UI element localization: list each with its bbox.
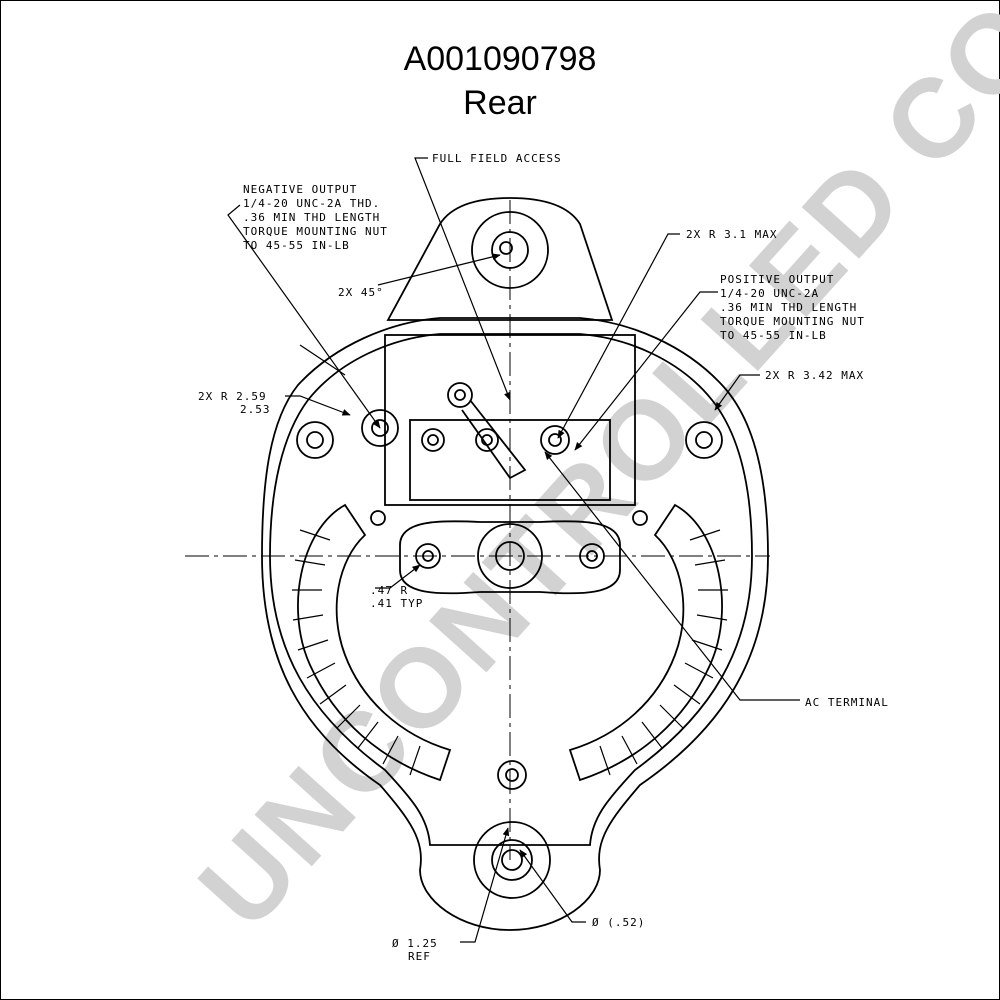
- angle-label: 2X 45°: [338, 286, 384, 299]
- left-cooling-vents: [292, 503, 452, 782]
- uncontrolled-copy-watermark: UNCONTROLLED COPY: [175, 0, 1000, 951]
- negative-output-label-2: 1/4-20 UNC-2A THD.: [243, 197, 380, 210]
- radius-center-label-2: .41 TYP: [370, 597, 423, 610]
- negative-output-label-4: TORQUE MOUNTING NUT: [243, 225, 388, 238]
- positive-output-label-5: TO 45-55 IN-LB: [720, 329, 827, 342]
- bottom-dia-label-2: REF: [408, 950, 431, 963]
- negative-output-label-5: TO 45-55 IN-LB: [243, 239, 350, 252]
- alternator-housing: [261, 197, 769, 931]
- radius-left-label-1: 2X R 2.59: [198, 390, 267, 403]
- center-hub: [370, 510, 648, 595]
- full-field-access-label: FULL FIELD ACCESS: [432, 152, 562, 165]
- positive-output-label-4: TORQUE MOUNTING NUT: [720, 315, 865, 328]
- right-cooling-vents: [568, 503, 728, 782]
- positive-output-label-1: POSITIVE OUTPUT: [720, 273, 834, 286]
- negative-output-label-3: .36 MIN THD LENGTH: [243, 211, 380, 224]
- positive-output-label-3: .36 MIN THD LENGTH: [720, 301, 857, 314]
- radius-left-label-2: 2.53: [240, 403, 271, 416]
- leader-lines: [227, 157, 800, 943]
- negative-output-label-1: NEGATIVE OUTPUT: [243, 183, 357, 196]
- side-bolts: [296, 421, 723, 459]
- radius-top-label: 2X R 3.1 MAX: [686, 228, 777, 241]
- bottom-mounting-ear: [473, 760, 551, 899]
- center-lines: [185, 200, 770, 860]
- ac-terminal-label: AC TERMINAL: [805, 696, 889, 709]
- radius-center-label-1: .47 R: [370, 584, 408, 597]
- terminal-block: [361, 334, 636, 506]
- part-number-title: A001090798: [403, 40, 597, 78]
- view-subtitle: Rear: [463, 84, 537, 122]
- bottom-dia-label-1: Ø 1.25: [392, 937, 438, 950]
- top-mounting-ear: [471, 211, 549, 289]
- callout-labels: FULL FIELD ACCESS NEGATIVE OUTPUT 1/4-20…: [198, 152, 889, 963]
- positive-output-label-2: 1/4-20 UNC-2A: [720, 287, 819, 300]
- radius-side-label: 2X R 3.42 MAX: [765, 369, 864, 382]
- bottom-hole-label: Ø (.52): [592, 916, 645, 929]
